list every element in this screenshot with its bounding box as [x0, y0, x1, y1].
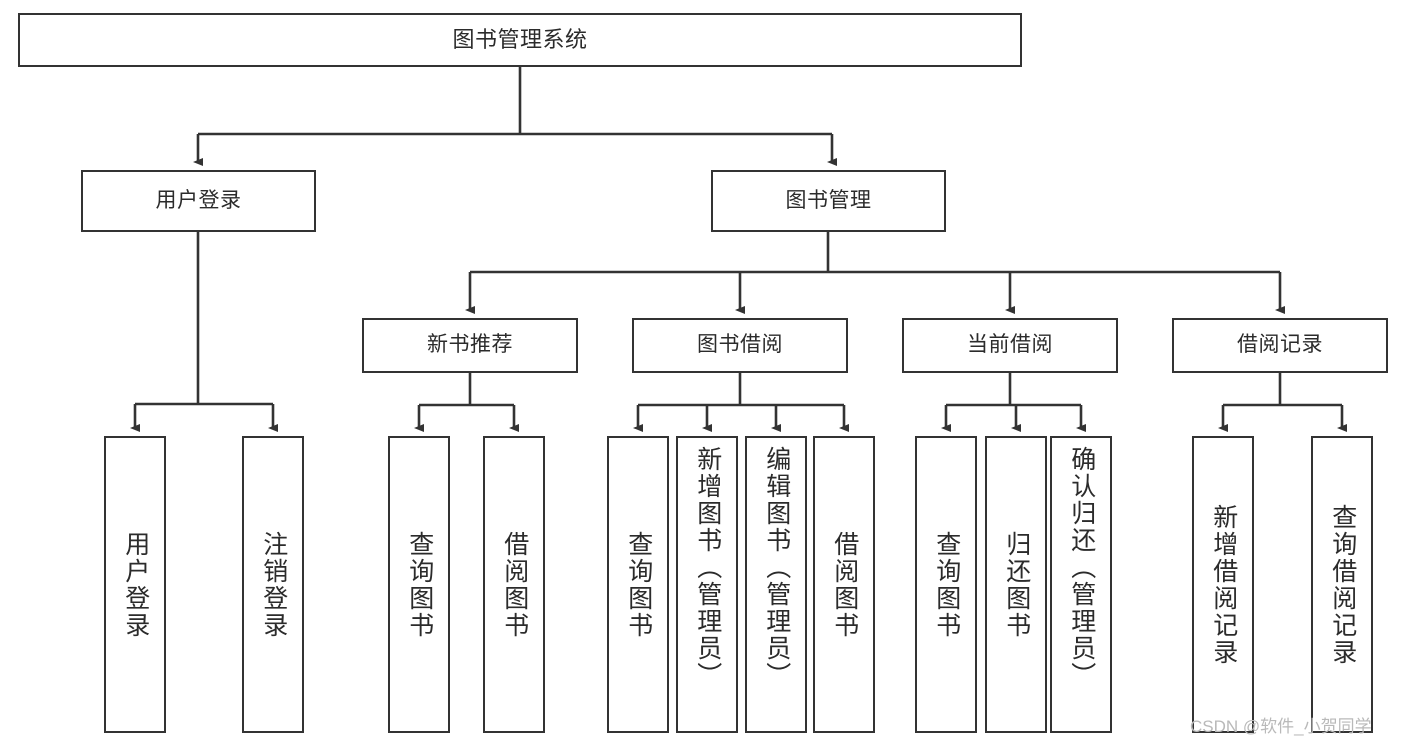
node-label: 查询借阅记录 [1328, 503, 1357, 666]
node-user-login[interactable]: 用户登录 [81, 170, 316, 232]
node-current-borrow[interactable]: 当前借阅 [902, 318, 1118, 373]
leaf-query-borrow-record[interactable]: 查询借阅记录 [1311, 436, 1373, 733]
node-label: 归还图书 [1002, 530, 1031, 639]
leaf-edit-book-admin[interactable]: 编辑图书（管理员） [745, 436, 807, 733]
leaf-return-book[interactable]: 归还图书 [985, 436, 1047, 733]
node-label: 新书推荐 [427, 333, 513, 357]
leaf-confirm-return-admin[interactable]: 确认归还（管理员） [1050, 436, 1112, 733]
node-root-book-management-system[interactable]: 图书管理系统 [18, 13, 1022, 67]
node-label: 借阅图书 [830, 530, 859, 639]
node-label: 借阅记录 [1237, 333, 1323, 357]
node-borrow-record[interactable]: 借阅记录 [1172, 318, 1388, 373]
node-label: 图书管理 [785, 188, 872, 212]
node-book-management[interactable]: 图书管理 [711, 170, 946, 232]
leaf-query-book-1[interactable]: 查询图书 [388, 436, 450, 733]
node-label: 图书管理系统 [452, 27, 588, 53]
leaf-query-book-3[interactable]: 查询图书 [915, 436, 977, 733]
node-label: 查询图书 [624, 530, 653, 639]
node-label: 用户登录 [155, 188, 242, 212]
node-label: 新增借阅记录 [1209, 503, 1238, 666]
leaf-borrow-book-2[interactable]: 借阅图书 [813, 436, 875, 733]
node-label: 当前借阅 [967, 333, 1053, 357]
node-book-borrow[interactable]: 图书借阅 [632, 318, 848, 373]
node-label: 图书借阅 [697, 333, 783, 357]
leaf-add-book-admin[interactable]: 新增图书（管理员） [676, 436, 738, 733]
leaf-user-login[interactable]: 用户登录 [104, 436, 166, 733]
leaf-borrow-book-1[interactable]: 借阅图书 [483, 436, 545, 733]
leaf-add-borrow-record[interactable]: 新增借阅记录 [1192, 436, 1254, 733]
node-label: 确认归还（管理员） [1067, 446, 1096, 689]
node-label: 编辑图书（管理员） [762, 446, 791, 689]
node-label: 借阅图书 [500, 530, 529, 639]
node-new-book-recommendation[interactable]: 新书推荐 [362, 318, 578, 373]
leaf-logout[interactable]: 注销登录 [242, 436, 304, 733]
node-label: 注销登录 [259, 530, 288, 639]
node-label: 查询图书 [405, 530, 434, 639]
node-label: 用户登录 [121, 530, 150, 639]
node-label: 查询图书 [932, 530, 961, 639]
watermark: CSDN @软件_小贺同学 [1190, 717, 1372, 736]
leaf-query-book-2[interactable]: 查询图书 [607, 436, 669, 733]
node-label: 新增图书（管理员） [693, 446, 722, 689]
